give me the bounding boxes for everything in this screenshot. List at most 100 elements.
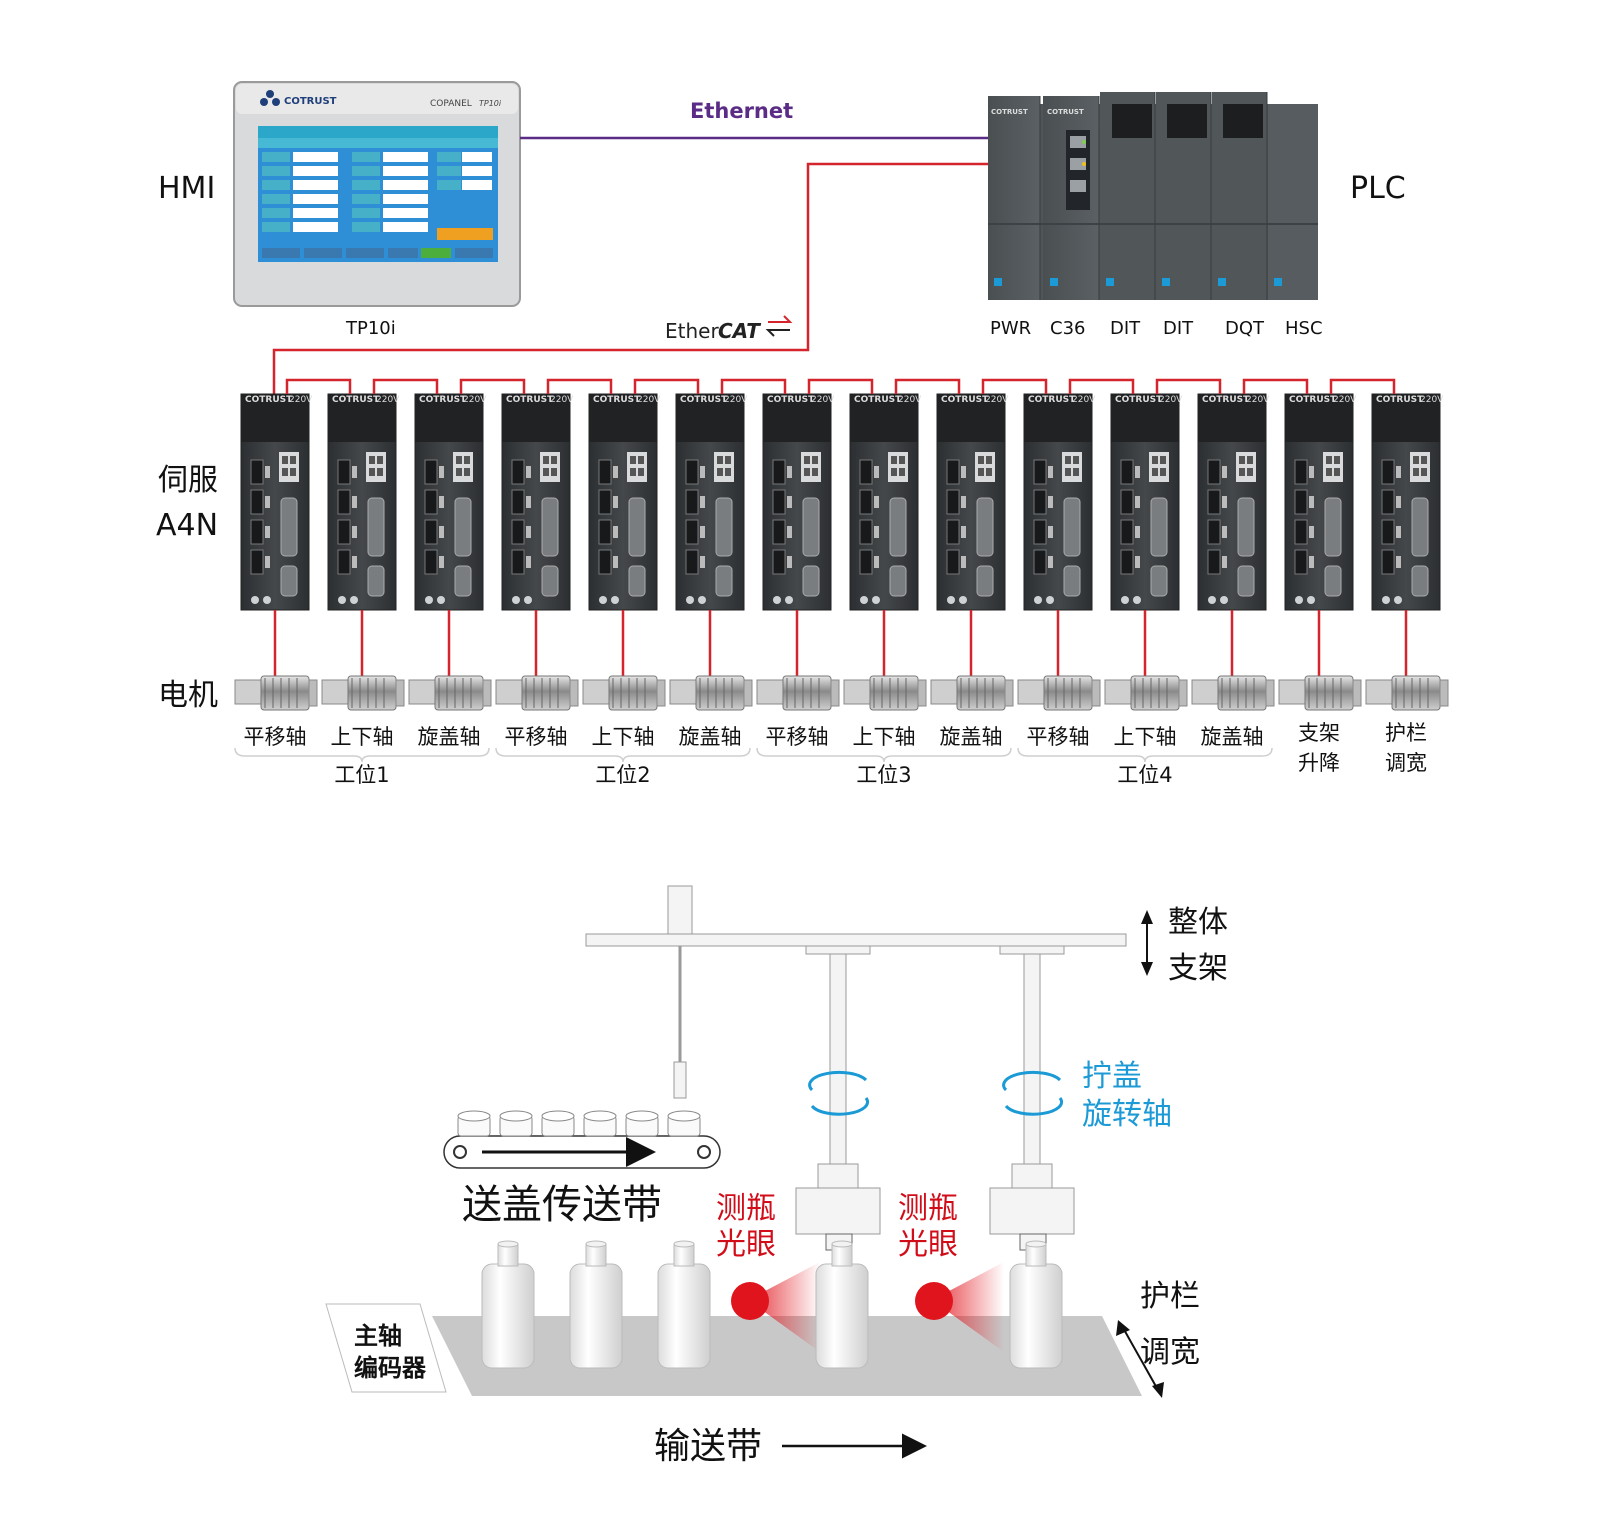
hmi-label: HMI	[158, 171, 215, 206]
conveyor-label: 输送带	[654, 1426, 762, 1467]
station-bracket	[1017, 747, 1273, 763]
svg-text:COTRUST: COTRUST	[767, 395, 815, 405]
guard-width-arrow-icon	[1116, 1320, 1164, 1398]
axis-label: 平移轴	[766, 725, 829, 749]
ethercat-link	[459, 378, 526, 394]
station-bracket	[495, 747, 751, 763]
axis-label: 护栏	[1385, 721, 1427, 745]
cotrust-logo-icon	[260, 90, 280, 106]
axis-label: 旋盖轴	[940, 725, 1003, 749]
svg-text:Ether: Ether	[665, 319, 719, 343]
ethercat-link	[807, 378, 874, 394]
frame-label-line1: 整体	[1168, 905, 1228, 940]
ethercat-daisy-chain	[273, 378, 1408, 676]
station-label: 工位1	[334, 763, 389, 787]
cap-conveyor-label: 送盖传送带	[462, 1182, 662, 1228]
svg-text:220V: 220V	[724, 395, 748, 405]
axis-labels: 平移轴上下轴旋盖轴平移轴上下轴旋盖轴平移轴上下轴旋盖轴平移轴上下轴旋盖轴支架升降…	[244, 721, 1428, 775]
ethercat-link	[1242, 378, 1309, 394]
rotation-arrow-icon	[808, 1070, 870, 1116]
svg-text:COTRUST: COTRUST	[332, 395, 380, 405]
axis-label: 升降	[1298, 751, 1340, 775]
axis-label: 旋盖轴	[679, 725, 742, 749]
capping-machine	[585, 885, 1127, 1251]
cap-conveyor	[443, 1110, 721, 1169]
plc-module-label: DQT	[1225, 318, 1265, 339]
station-label: 工位2	[595, 763, 650, 787]
plc-module-label: C36	[1050, 318, 1085, 339]
sensor2-label-line2: 光眼	[898, 1227, 958, 1262]
servo-motor	[843, 675, 927, 711]
ethercat-link	[1068, 378, 1135, 394]
axis-label: 上下轴	[592, 725, 655, 749]
main-frame-beam	[585, 933, 1127, 947]
servo-motor	[1191, 675, 1275, 711]
frame-lift-arrow-icon	[1141, 910, 1153, 976]
sensor2-label-line1: 测瓶	[898, 1191, 958, 1226]
svg-text:COTRUST: COTRUST	[245, 395, 293, 405]
hmi-panel-model: TP10i	[479, 99, 502, 108]
svg-text:COTRUST: COTRUST	[1115, 395, 1163, 405]
svg-text:220V: 220V	[985, 395, 1009, 405]
svg-text:COTRUST: COTRUST	[1047, 108, 1084, 116]
svg-text:COTRUST: COTRUST	[419, 395, 467, 405]
axis-label: 上下轴	[1114, 725, 1177, 749]
servo-motor	[234, 675, 318, 711]
ethercat-link	[285, 378, 352, 394]
hmi-model-label: TP10i	[345, 318, 396, 339]
svg-text:COTRUST: COTRUST	[506, 395, 554, 405]
servo-motor	[321, 675, 405, 711]
motor-row	[234, 675, 1449, 711]
hmi-screen-fields	[262, 152, 493, 258]
encoder-label-line2: 编码器	[354, 1354, 427, 1382]
plc-module-label: PWR	[990, 318, 1031, 339]
ethercat-link	[894, 378, 961, 394]
bottles	[481, 1240, 1063, 1369]
servo-motor	[756, 675, 840, 711]
servo-motor	[495, 675, 579, 711]
station-bracket	[756, 747, 1012, 763]
svg-text:220V: 220V	[1159, 395, 1183, 405]
ethercat-link	[372, 378, 439, 394]
servo-motor	[1104, 675, 1188, 711]
axis-label: 支架	[1298, 721, 1340, 745]
svg-text:220V: 220V	[550, 395, 574, 405]
svg-text:COTRUST: COTRUST	[593, 395, 641, 405]
encoder-tag	[325, 1303, 447, 1393]
hmi-panel: COTRUST COPANEL TP10i	[233, 81, 521, 307]
axis-label: 平移轴	[244, 725, 307, 749]
svg-text:220V: 220V	[463, 395, 487, 405]
ethercat-link	[633, 378, 700, 394]
svg-text:COTRUST: COTRUST	[1028, 395, 1076, 405]
svg-text:220V: 220V	[811, 395, 835, 405]
svg-text:220V: 220V	[376, 395, 400, 405]
svg-text:COTRUST: COTRUST	[991, 108, 1028, 116]
axis-label: 调宽	[1385, 751, 1427, 775]
axis-label: 旋盖轴	[1201, 725, 1264, 749]
ethernet-label: Ethernet	[690, 99, 793, 123]
svg-text:COTRUST: COTRUST	[941, 395, 989, 405]
axis-label: 上下轴	[853, 725, 916, 749]
sensor1-label-line1: 测瓶	[716, 1191, 776, 1226]
cap-rotate-label-line1: 拧盖	[1082, 1059, 1142, 1094]
svg-text:CAT: CAT	[718, 319, 761, 343]
servo-label-line2: A4N	[156, 508, 218, 543]
ethercat-trunk	[272, 162, 1070, 394]
servo-motor	[408, 675, 492, 711]
svg-text:220V: 220V	[1420, 395, 1444, 405]
sensor-beam	[731, 1262, 820, 1352]
rotation-arrow-icon	[1002, 1070, 1064, 1116]
